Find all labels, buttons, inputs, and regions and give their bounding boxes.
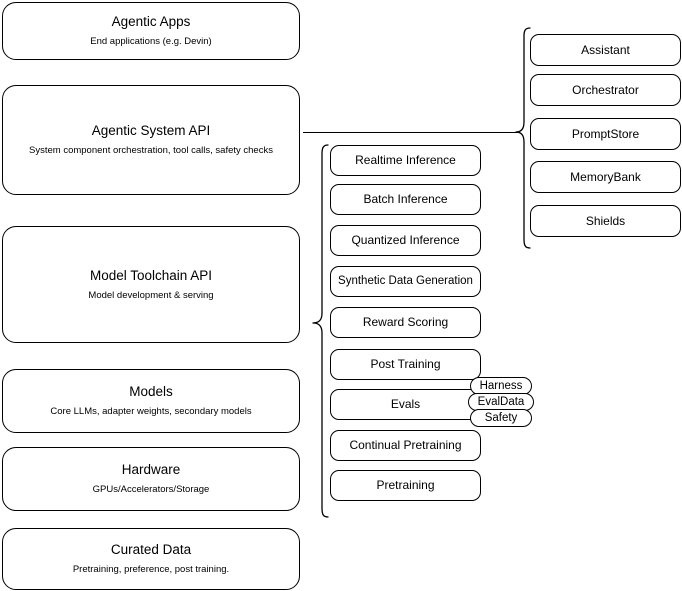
component-label: Continual Pretraining [349, 438, 462, 452]
layer-subtitle: End applications (e.g. Devin) [90, 36, 212, 47]
component-box-continual-pretraining[interactable]: Continual Pretraining [330, 430, 481, 461]
layer-title: Agentic Apps [111, 14, 191, 30]
tag-pill-harness[interactable]: Harness [470, 377, 532, 395]
component-box-reward-scoring[interactable]: Reward Scoring [330, 307, 481, 338]
brace-toolchain-components [312, 144, 329, 518]
layer-title: Hardware [121, 462, 181, 478]
layer-subtitle: Core LLMs, adapter weights, secondary mo… [50, 406, 252, 417]
brace-agentic-components [515, 27, 531, 249]
component-label: Synthetic Data Generation [338, 275, 473, 288]
component-label: Assistant [581, 42, 630, 57]
component-box-quantized-inference[interactable]: Quantized Inference [330, 225, 481, 256]
component-label: Realtime Inference [355, 153, 456, 167]
component-label: Orchestrator [572, 82, 639, 97]
component-label: Pretraining [376, 478, 435, 492]
component-box-shields[interactable]: Shields [530, 205, 681, 237]
layer-box-model-toolchain-api[interactable]: Model Toolchain API Model development & … [2, 226, 300, 343]
layer-title: Models [129, 384, 173, 400]
layer-title: Model Toolchain API [89, 267, 213, 283]
component-box-pretraining[interactable]: Pretraining [330, 470, 481, 501]
layer-box-curated-data[interactable]: Curated Data Pretraining, preference, po… [2, 528, 300, 590]
tag-label: EvalData [477, 396, 525, 408]
tag-label: Safety [484, 412, 518, 424]
layer-subtitle: GPUs/Accelerators/Storage [92, 484, 210, 495]
layer-box-agentic-system-api[interactable]: Agentic System API System component orch… [2, 85, 300, 195]
component-label: PromptStore [571, 126, 640, 141]
component-box-realtime-inference[interactable]: Realtime Inference [330, 145, 481, 176]
tag-pill-evaldata[interactable]: EvalData [468, 393, 534, 411]
layer-box-hardware[interactable]: Hardware GPUs/Accelerators/Storage [2, 447, 300, 511]
tag-label: Harness [479, 380, 523, 392]
component-box-evals[interactable]: Evals [330, 389, 481, 420]
layer-title: Agentic System API [91, 123, 211, 139]
component-box-synthetic-data-generation[interactable]: Synthetic Data Generation [330, 266, 481, 297]
component-box-memorybank[interactable]: MemoryBank [530, 161, 681, 193]
component-label: Batch Inference [363, 192, 448, 206]
component-label: MemoryBank [570, 169, 641, 184]
component-box-post-training[interactable]: Post Training [330, 349, 481, 380]
layer-box-models[interactable]: Models Core LLMs, adapter weights, secon… [2, 369, 300, 433]
component-box-promptstore[interactable]: PromptStore [530, 118, 681, 150]
layer-subtitle: System component orchestration, tool cal… [29, 145, 273, 156]
component-box-batch-inference[interactable]: Batch Inference [330, 184, 481, 215]
layer-title: Curated Data [110, 542, 192, 558]
layer-box-agentic-apps[interactable]: Agentic Apps End applications (e.g. Devi… [2, 2, 300, 60]
layer-subtitle: Pretraining, preference, post training. [72, 564, 230, 575]
component-label: Post Training [370, 357, 441, 371]
tag-pill-safety[interactable]: Safety [470, 409, 532, 427]
component-label: Shields [585, 213, 626, 228]
layer-subtitle: Model development & serving [88, 289, 214, 301]
component-label: Quantized Inference [351, 233, 460, 247]
component-label: Reward Scoring [362, 315, 449, 329]
component-box-orchestrator[interactable]: Orchestrator [530, 74, 681, 106]
connector-line-agentic-system-api [303, 132, 518, 133]
component-box-assistant[interactable]: Assistant [530, 34, 681, 66]
component-label: Evals [390, 397, 421, 411]
